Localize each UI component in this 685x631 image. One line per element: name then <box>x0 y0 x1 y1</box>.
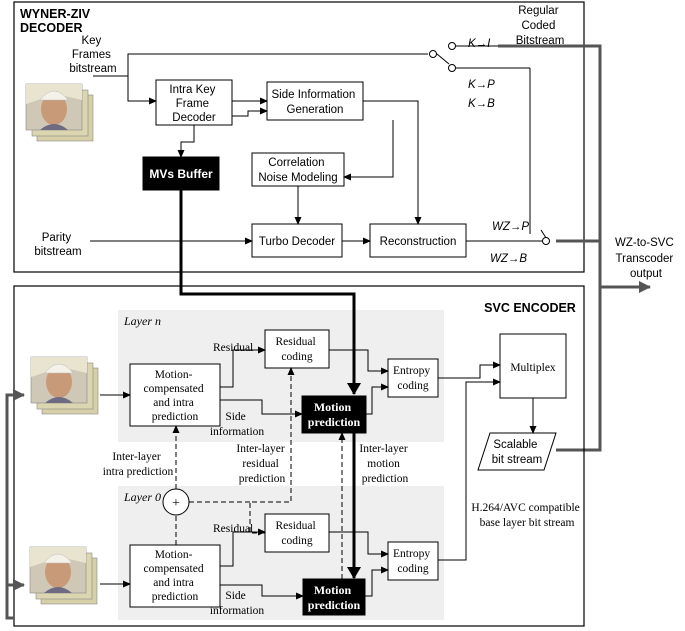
decoder-connectors <box>90 45 549 245</box>
layer-0-side-information-label: Side information <box>210 590 265 617</box>
layer-0-label: Layer 0 <box>123 490 161 504</box>
key-frames-label: Key Frames bitstream <box>69 35 116 75</box>
turbo-decoder-box <box>251 223 343 258</box>
switch-node-i <box>448 42 456 50</box>
layer-n-entropy-coding-box <box>387 358 439 398</box>
decoder-title-line2: DECODER <box>20 21 83 35</box>
layer-n-residual-coding-label: Residual coding <box>275 336 318 363</box>
inter-layer-residual-prediction-label: Inter-layer residual prediction <box>236 443 287 485</box>
base-layer-bitstream-label: H.264/AVC compatible base layer bit stre… <box>471 502 582 529</box>
layer-0-entropy-coding-box <box>387 541 439 581</box>
svc-encoder-title: SVC ENCODER <box>484 301 576 315</box>
inter-layer-intra-prediction-label: Inter-layer intra prediction <box>103 451 174 478</box>
decoder-title-line1: WYNER-ZIV <box>20 7 91 21</box>
layer-n-motion-compensated-label: Motion- compensated and intra prediction <box>144 369 207 423</box>
layer-0-motion-prediction-box <box>302 578 366 616</box>
reconstruction-box <box>369 223 467 258</box>
inter-layer-dashed-connectors <box>172 367 346 579</box>
parity-bitstream-label: Parity bitstream <box>34 232 81 258</box>
k-to-p-label: K→P <box>468 79 495 91</box>
multiplex-label: Multiplex <box>510 362 556 374</box>
decoder-frame <box>13 1 585 273</box>
inter-layer-motion-prediction-label: Inter-layer motion prediction <box>359 443 410 485</box>
layer-n-entropy-coding-label: Entropy coding <box>393 365 433 392</box>
layer-0-thumbnail-stack <box>29 546 98 605</box>
intra-key-frame-decoder-label: Intra Key Frame Decoder <box>169 84 218 124</box>
encoder-input-paths <box>5 389 25 620</box>
mvs-buffer-label: MVs Buffer <box>149 167 213 181</box>
layer-0-motion-compensated-box <box>129 544 221 608</box>
layer-n-residual-label: Residual <box>213 342 253 354</box>
layer-0-motion-prediction-label: Motion prediction <box>308 583 361 612</box>
switch-node-key <box>429 50 437 58</box>
mvs-buffer-routes <box>179 190 361 579</box>
transcoder-output-label: WZ-to-SVC Transcoder output <box>615 237 677 280</box>
layer-0-residual-coding-label: Residual coding <box>275 520 318 547</box>
correlation-noise-modeling-label: Correlation Noise Modeling <box>258 157 337 184</box>
layer-0-entropy-coding-label: Entropy coding <box>393 548 433 575</box>
scalable-bit-stream-label: Scalable bit stream <box>492 439 543 466</box>
layer-n-label: Layer n <box>123 314 161 328</box>
key-frames-thumbnail-stack <box>25 83 94 142</box>
switch-node-pb <box>448 64 456 72</box>
side-information-generation-box <box>266 81 364 121</box>
layer-n-side-information-label: Side information <box>210 411 265 438</box>
transcoder-output-path <box>498 44 651 452</box>
layer-n-residual-coding-box <box>264 329 330 369</box>
layer-n-motion-prediction-label: Motion prediction <box>308 400 361 429</box>
switch-node-wz <box>542 237 550 245</box>
adder-plus-sign: + <box>172 496 180 511</box>
layer-0-motion-compensated-label: Motion- compensated and intra prediction <box>144 549 207 603</box>
turbo-decoder-label: Turbo Decoder <box>259 236 335 248</box>
wz-to-b-label: WZ→B <box>490 253 527 265</box>
mvs-buffer-box <box>142 156 220 191</box>
layer-n-motion-prediction-box <box>301 395 367 434</box>
layer-n-thumbnail-stack <box>30 356 99 415</box>
wz-to-p-label: WZ→P <box>492 221 529 233</box>
reconstruction-label: Reconstruction <box>380 236 457 248</box>
side-information-generation-label: Side Information Generation <box>272 89 359 116</box>
regular-coded-bitstream-label: Regular Coded Bitstream <box>516 5 565 47</box>
k-to-i-label: K→I <box>468 38 491 50</box>
svc-encoder-frame <box>13 285 585 627</box>
encoder-connectors <box>100 346 537 600</box>
k-to-b-label: K→B <box>468 98 495 110</box>
